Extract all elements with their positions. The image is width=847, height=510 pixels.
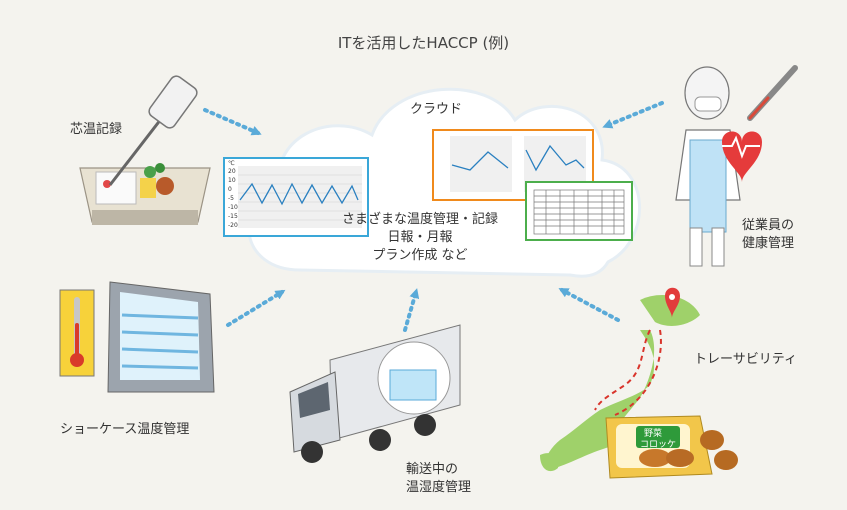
- croquette-package-illustration: [605, 415, 738, 479]
- package-label-line-2: コロッケ: [640, 440, 677, 450]
- cloud-text-line-3: プラン作成 など: [372, 248, 468, 263]
- label-traceability: トレーサビリティ: [694, 352, 797, 367]
- table-panel-green: [525, 181, 633, 241]
- arrow-showcase: [226, 289, 286, 327]
- showcase-illustration: [59, 281, 215, 393]
- cloud-text-line-2: 日報・月報: [387, 230, 453, 245]
- arrow-traceability: [558, 288, 620, 322]
- chart-axis-tick: -5: [228, 195, 234, 202]
- chart-axis-tick: 10: [228, 177, 236, 184]
- chart-axis-tick: -20: [228, 222, 238, 229]
- label-transport-line-1: 輸送中の: [406, 462, 459, 477]
- japan-map-illustration: [540, 287, 700, 472]
- chart-panel-blue: [223, 157, 369, 237]
- cloud-text-line-1: さまざまな温度管理・記録: [341, 212, 498, 227]
- package-label-line-1: 野菜: [644, 429, 663, 439]
- truck-illustration: [289, 324, 461, 463]
- arrow-core-temp: [203, 108, 262, 136]
- chart-axis-tick: -10: [228, 204, 238, 211]
- cloud-label: クラウド: [410, 102, 463, 117]
- flow-arrows: [203, 101, 664, 332]
- chart-axis-tick: -15: [228, 213, 238, 220]
- label-showcase: ショーケース温度管理: [60, 422, 190, 437]
- chart-axis-tick: 0: [228, 186, 232, 193]
- employee-illustration: [675, 65, 798, 267]
- label-employee-line-1: 従業員の: [742, 218, 795, 233]
- label-core-temp: 芯温記録: [70, 122, 123, 137]
- label-employee-line-2: 健康管理: [742, 236, 795, 251]
- bento-box-illustration: [79, 75, 211, 225]
- arrow-employee: [602, 101, 664, 129]
- label-transport-line-2: 温湿度管理: [406, 480, 472, 495]
- chart-axis-tick: 20: [228, 168, 236, 175]
- arrow-transport: [403, 288, 420, 332]
- chart-axis-unit: ℃: [228, 160, 235, 167]
- page-title: ITを活用したHACCP (例): [337, 34, 510, 52]
